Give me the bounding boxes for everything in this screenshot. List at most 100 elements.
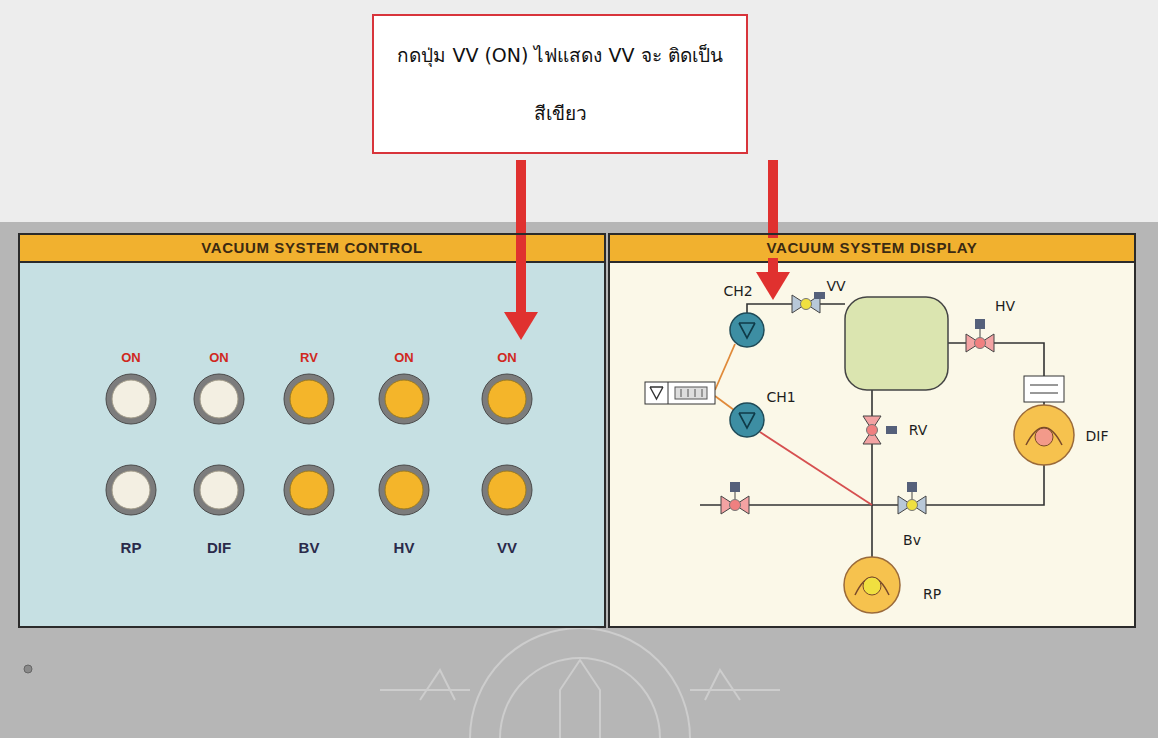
valve-lamp	[907, 500, 918, 511]
button-ring	[379, 374, 429, 424]
callout-text: กดปุ่ม VV (ON) ไฟแสดง VV จะ ติดเป็นสีเขี…	[396, 26, 724, 142]
button-lamp	[385, 380, 423, 418]
button-caption: RV	[300, 350, 318, 365]
callout-arrow-head	[756, 272, 790, 300]
button-ring	[106, 465, 156, 515]
button-ring	[482, 465, 532, 515]
panel-title: VACUUM SYSTEM DISPLAY	[764, 238, 981, 258]
valve-actuator	[814, 292, 825, 299]
gauge-head	[730, 403, 764, 437]
panel-title: VACUUM SYSTEM CONTROL	[198, 238, 426, 258]
gauge-wires	[715, 344, 735, 410]
watermark-pagoda	[560, 660, 600, 738]
valve-lamp	[867, 425, 878, 436]
button-row	[106, 465, 532, 515]
valve-lamp	[801, 299, 812, 310]
button-lamp	[200, 471, 238, 509]
valve-actuator	[886, 426, 897, 434]
button-lamp	[488, 471, 526, 509]
gauge-readout	[675, 387, 707, 399]
valve-label: HV	[995, 298, 1015, 314]
valve-stem	[735, 492, 736, 499]
button-ring	[284, 465, 334, 515]
watermark-arc	[470, 628, 690, 738]
pump-detail	[1026, 428, 1062, 446]
button-ring	[482, 374, 532, 424]
gauge-wire	[715, 396, 734, 410]
watermark-line	[380, 689, 780, 691]
valve-lamp	[975, 338, 986, 349]
gauge-meter	[645, 382, 715, 404]
button-ring	[194, 374, 244, 424]
button-name: BV	[299, 539, 320, 556]
gauge-wire	[760, 432, 872, 505]
button-ring	[379, 465, 429, 515]
button-ring	[284, 374, 334, 424]
button-name: VV	[497, 539, 517, 556]
gauge-symbol	[650, 387, 663, 399]
pump-lamp	[1035, 428, 1053, 446]
page-ground	[0, 0, 1158, 222]
pipe	[871, 390, 873, 557]
trap-lines	[1030, 385, 1058, 393]
button-caption: ON	[497, 350, 517, 365]
button-lamp	[290, 471, 328, 509]
gauge-head	[730, 313, 764, 347]
valve-label: RV	[909, 422, 928, 438]
button-name: RP	[121, 539, 142, 556]
button-caption: ON	[121, 350, 141, 365]
cabinet-ground	[0, 222, 1158, 738]
button-caption: ON	[394, 350, 414, 365]
pump-label: DIF	[1086, 428, 1109, 444]
watermark-figure	[420, 670, 740, 700]
button-caption: ON	[209, 350, 229, 365]
button-name: HV	[394, 539, 415, 556]
rotary-pump	[844, 557, 900, 613]
watermark	[380, 628, 780, 738]
pump-detail	[855, 578, 889, 596]
valve-label: VV	[826, 278, 845, 294]
pump-label: RP	[923, 586, 941, 602]
display-panel: VACUUM SYSTEM DISPLAY	[608, 233, 1136, 628]
callout-arrow-shaft	[516, 160, 526, 314]
gauge-divider	[668, 382, 669, 404]
pipe	[948, 343, 1044, 376]
button-ring	[194, 465, 244, 515]
vacuum-chamber	[845, 297, 948, 390]
diffusion-pump	[1014, 405, 1074, 465]
gauge-label: CH2	[723, 283, 752, 299]
trap	[1024, 376, 1064, 402]
gauge-symbol	[739, 323, 755, 338]
valve-lamp	[730, 500, 741, 511]
valve-actuator	[730, 482, 740, 492]
valve-actuator	[975, 319, 985, 329]
panel-header-band	[609, 234, 1135, 262]
gauge-wire	[715, 344, 735, 390]
pipe	[700, 465, 1044, 505]
screw	[24, 665, 32, 673]
valve-stem	[912, 492, 913, 499]
gauge-symbol	[739, 413, 755, 428]
button-lamp	[290, 380, 328, 418]
button-lamp	[200, 380, 238, 418]
button-name: DIF	[207, 539, 231, 556]
button-ring	[106, 374, 156, 424]
pump-lamp	[863, 577, 881, 595]
valve-label: Bv	[903, 532, 921, 548]
gauge-digits	[681, 389, 702, 397]
header-rule	[609, 261, 1135, 263]
valve	[863, 416, 881, 444]
panel-body	[609, 234, 1135, 627]
callout-box: กดปุ่ม VV (ON) ไฟแสดง VV จะ ติดเป็นสีเขี…	[372, 14, 748, 154]
valve-body	[863, 416, 881, 444]
watermark-arc	[500, 658, 660, 738]
button-lamp	[112, 471, 150, 509]
button-lamp	[112, 380, 150, 418]
button-lamp	[488, 380, 526, 418]
button-row	[106, 374, 532, 424]
button-lamp	[385, 471, 423, 509]
callout-arrow-head	[504, 312, 538, 340]
control-panel: VACUUM SYSTEM CONTROL	[18, 233, 606, 628]
